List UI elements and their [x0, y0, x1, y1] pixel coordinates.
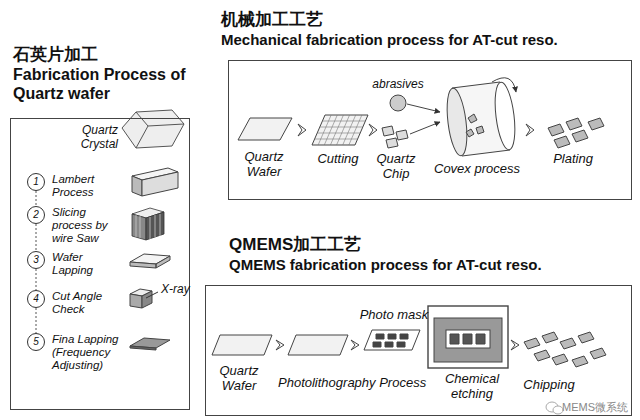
step-number: 2 [28, 207, 44, 223]
process-panel: 1Lambert Process2Slicing process by wire… [10, 118, 190, 410]
heading-cn: QMEMS加工工艺 [229, 234, 629, 255]
step-connector [36, 308, 37, 333]
process-label: Quartz Wafer [232, 150, 296, 180]
quartz-wafer [238, 118, 292, 140]
cut-angle-cube [130, 289, 158, 308]
chevron [298, 124, 306, 136]
process-label: Photo mask [356, 308, 432, 323]
step-number: 3 [28, 252, 44, 268]
qmems-illustration [212, 306, 606, 414]
process-label: Cutting [306, 152, 370, 167]
step-circle: 5Fina Lapping (Frequency Adjusting) [27, 333, 45, 351]
process-label: Photolithography Process [278, 376, 454, 391]
process-panel: 机械加工工艺Mechanical fabrication process for… [228, 60, 632, 200]
arrow [410, 122, 440, 134]
step-label: Slicing process by wire Saw [52, 206, 126, 245]
coated-wafer [288, 335, 348, 355]
leader-line [146, 292, 158, 298]
grid-line [343, 115, 356, 145]
sliced-stack [132, 208, 164, 240]
chips [524, 332, 606, 367]
grid-line [349, 115, 362, 145]
abrasive-ball [390, 95, 406, 111]
heading-cn: 机械加工工艺 [221, 9, 639, 30]
panel-heading: QMEMS加工工艺QMEMS fabrication process for A… [229, 234, 629, 274]
chevron [369, 124, 377, 136]
lambert-bar [132, 168, 178, 196]
process-label: Quartz Crystal [58, 124, 118, 152]
cut-wafer [312, 115, 368, 145]
watermark: MEMS微系统 [562, 401, 636, 414]
plated-chips [548, 118, 604, 148]
grid-line [324, 115, 337, 145]
covex-barrel [444, 78, 518, 157]
chevron [526, 124, 534, 136]
process-label: Chemical etching [432, 372, 512, 402]
heading-en: QMEMS fabrication process for AT-cut res… [229, 255, 629, 274]
process-label: Chipping [516, 378, 582, 393]
chevron [351, 340, 359, 350]
heading-en: Mechanical fabrication process for AT-cu… [221, 30, 639, 49]
step-connector [36, 224, 37, 251]
process-label: X-ray [161, 283, 201, 297]
etching-tank [428, 306, 508, 368]
photo-mask [364, 330, 420, 350]
panel-heading: 机械加工工艺Mechanical fabrication process for… [221, 9, 639, 49]
step-circle: 4Cut Angle Check [27, 290, 45, 308]
cut-grid [315, 115, 366, 145]
step-connector [36, 269, 37, 290]
wafer-thin [130, 338, 170, 350]
step-circle: 3Wafer Lapping [27, 251, 45, 269]
step-label: Wafer Lapping [52, 251, 126, 277]
step-label: Cut Angle Check [52, 290, 126, 316]
step-number: 4 [28, 291, 44, 307]
chevron [511, 340, 519, 350]
step-connector [36, 191, 37, 206]
process-label: Quartz Wafer [206, 364, 272, 394]
process-label: abrasives [368, 78, 428, 92]
step-number: 1 [28, 174, 44, 190]
process-label: Covex process [428, 162, 526, 177]
step-circle: 1Lambert Process [27, 173, 45, 191]
heading-cn: 石英片加工 [13, 44, 189, 65]
step-number: 5 [28, 334, 44, 350]
process-label: Plating [540, 152, 606, 167]
chevron [276, 340, 284, 350]
wafer [130, 254, 170, 268]
step-circle: 2Slicing process by wire Saw [27, 206, 45, 224]
grid-line [318, 115, 331, 145]
process-label: Quartz Chip [370, 152, 422, 182]
heading-en: Fabrication Process of Quartz wafer [13, 65, 189, 103]
step-label: Lambert Process [52, 173, 126, 199]
arrow [407, 104, 440, 112]
watermark-icon [546, 402, 563, 414]
quartz-crystal [122, 110, 184, 148]
process-panel: QMEMS加工工艺QMEMS fabrication process for A… [205, 285, 632, 416]
quartz-chips [382, 126, 408, 148]
step-label: Fina Lapping (Frequency Adjusting) [52, 333, 126, 372]
quartz-wafer [212, 335, 272, 355]
panel-heading: 石英片加工Fabrication Process of Quartz wafer [13, 44, 189, 103]
grid-line [337, 115, 350, 145]
grid-line [330, 115, 343, 145]
mech-illustration [238, 78, 604, 157]
